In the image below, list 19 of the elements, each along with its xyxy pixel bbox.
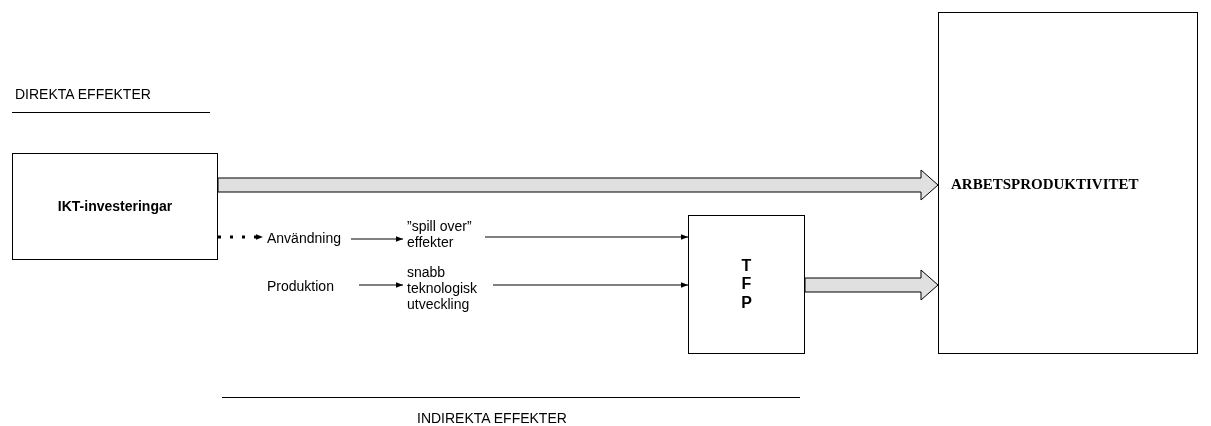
process-box (12, 153, 218, 260)
node-text: snabb teknologisk utveckling (407, 263, 479, 313)
process-box (688, 215, 805, 354)
dotted-arrow (218, 234, 263, 240)
section-label: DIREKTA EFFEKTER (15, 86, 151, 102)
node-text: ARBETSPRODUKTIVITET (950, 175, 1139, 194)
block-arrow (217, 169, 939, 201)
node-text: IKT-investeringar (57, 198, 173, 215)
arrow (492, 282, 689, 288)
process-box (938, 12, 1198, 354)
arrow (350, 236, 404, 242)
node-text: Produktion (267, 277, 334, 295)
block-arrow (804, 269, 939, 301)
arrow (358, 282, 404, 288)
node-text: Användning (267, 229, 341, 247)
node-text: ”spill over” effekter (407, 217, 473, 251)
section-label: INDIREKTA EFFEKTER (417, 410, 567, 426)
arrow (484, 234, 689, 240)
node-text: T F P (740, 256, 753, 313)
